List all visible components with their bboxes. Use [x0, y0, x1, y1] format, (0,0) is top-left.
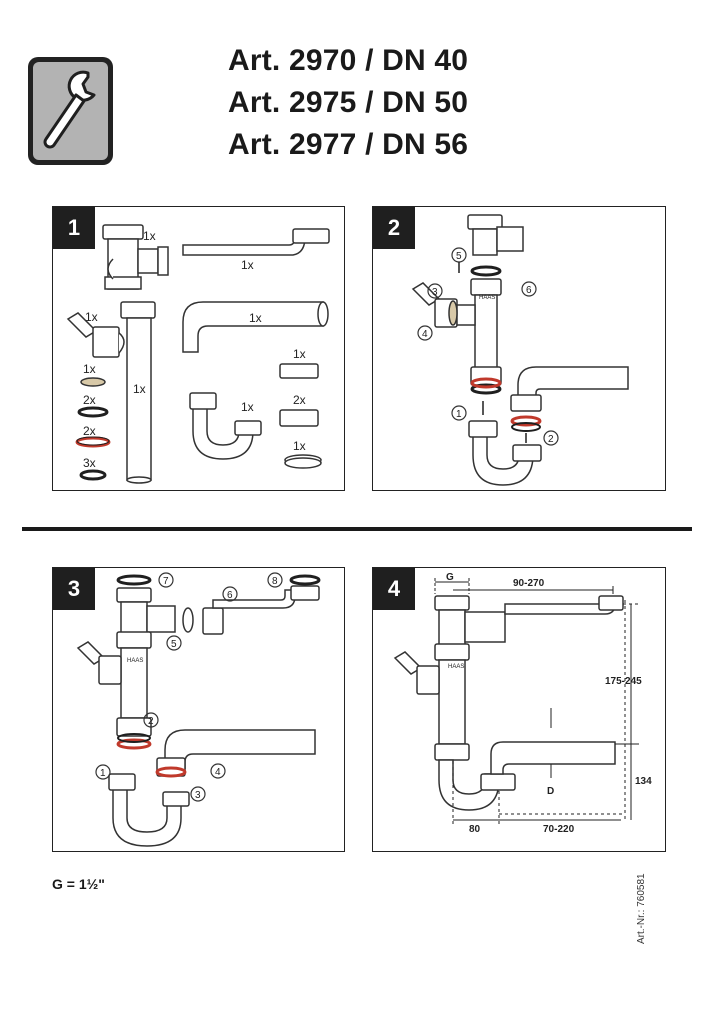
- callout-number: 5: [456, 251, 462, 262]
- step-number: 3: [53, 568, 95, 610]
- parts-list-diagram: 1x 1x 1x 1x 1x 1x 2x 2x 3x 1x 1x 2x 1x: [66, 224, 330, 484]
- qty-label: 1x: [85, 310, 98, 324]
- qty-label: 1x: [241, 258, 254, 272]
- callout-number: 1: [100, 768, 106, 779]
- callout-number: 2: [148, 716, 154, 727]
- brand-label: HAAS: [479, 295, 495, 301]
- callout-number: 3: [432, 287, 438, 298]
- callout-number: 6: [526, 285, 532, 296]
- qty-label: 1x: [249, 311, 262, 325]
- title-article-2: Art. 2975 / DN 50: [228, 86, 469, 119]
- qty-label: 2x: [83, 424, 96, 438]
- title-article-3: Art. 2977 / DN 56: [228, 128, 469, 161]
- dim-height: 134: [635, 776, 652, 787]
- callout-number: 5: [171, 639, 177, 650]
- title-article-1: Art. 2970 / DN 40: [228, 44, 469, 77]
- brand-label: HAAS: [448, 664, 464, 670]
- brand-label: HAAS: [127, 658, 143, 664]
- article-number: Art.-Nr.: 760581: [636, 873, 647, 944]
- callout-number: 3: [195, 790, 201, 801]
- qty-label: 3x: [83, 456, 96, 470]
- step-3-panel: 3 HAAS: [52, 567, 345, 852]
- dim-d: D: [547, 786, 554, 797]
- callout-number: 4: [422, 329, 428, 340]
- step-number: 2: [373, 207, 415, 249]
- qty-label: 1x: [83, 362, 96, 376]
- dim-offset: 80: [469, 824, 481, 835]
- section-divider: [22, 527, 692, 531]
- qty-label: 1x: [293, 439, 306, 453]
- footnote-g-thread: G = 1½": [52, 876, 105, 892]
- dim-range-bottom: 70-220: [543, 824, 575, 835]
- dimension-diagram: HAAS G 90-270 175-245 134 D 80 70-220: [393, 572, 652, 835]
- qty-label: 2x: [293, 393, 306, 407]
- step-number: 1: [53, 207, 95, 249]
- qty-label: 2x: [83, 393, 96, 407]
- dim-range-horizontal: 90-270: [513, 578, 545, 589]
- qty-label: 1x: [143, 229, 156, 243]
- step-number: 4: [373, 568, 415, 610]
- qty-label: 1x: [133, 382, 146, 396]
- dim-range-vertical: 175-245: [605, 676, 642, 687]
- dim-g: G: [446, 572, 454, 583]
- callout-number: 8: [272, 576, 278, 587]
- callout-number: 6: [227, 590, 233, 601]
- callout-number: 2: [548, 434, 554, 445]
- callout-number: 7: [163, 576, 169, 587]
- callout-number: 4: [215, 767, 221, 778]
- assembly-step-2-diagram: HAAS 5 3 6 4 1 2: [411, 214, 629, 486]
- step-2-panel: 2 HAAS: [372, 206, 666, 491]
- assembly-step-3-diagram: HAAS 7 6 8 5 2 1 4 3: [76, 572, 321, 847]
- callout-number: 1: [456, 409, 462, 420]
- step-1-panel: 1: [52, 206, 345, 491]
- qty-label: 1x: [293, 347, 306, 361]
- qty-label: 1x: [241, 400, 254, 414]
- step-4-panel: 4 HAAS: [372, 567, 666, 852]
- wrench-icon: [26, 55, 115, 167]
